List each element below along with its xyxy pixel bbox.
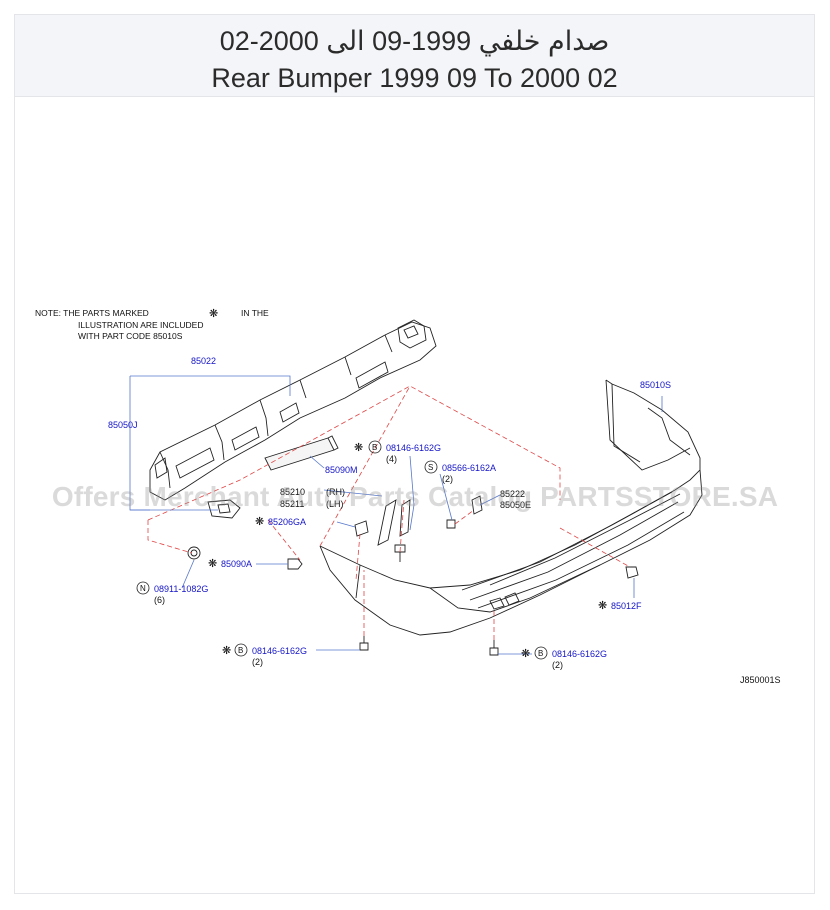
circle-b-letter: B xyxy=(372,443,377,452)
note-marker-icon: ❋ xyxy=(209,308,218,320)
fasteners-drawing xyxy=(187,495,639,656)
circle-s-icon xyxy=(424,460,438,474)
part-label-08911-1082G[interactable]: 08911-1082G xyxy=(154,584,208,594)
circle-b-letter: B xyxy=(538,649,543,658)
qty-08566: (2) xyxy=(442,474,453,484)
part-label-08146-6162G-right[interactable]: 08146-6162G xyxy=(552,649,607,659)
circle-b-icon xyxy=(368,440,382,454)
marker-icon: ❋ xyxy=(208,558,217,570)
page-header: صدام خلفي 1999-09 الى 2000-02 Rear Bumpe… xyxy=(15,15,814,97)
part-label-85050E[interactable]: 85050E xyxy=(500,500,531,510)
title-arabic: صدام خلفي 1999-09 الى 2000-02 xyxy=(219,26,610,56)
side-label-rh: (RH) xyxy=(326,487,345,497)
part-label-85222[interactable]: 85222 xyxy=(500,489,525,499)
part-label-85210[interactable]: 85210 xyxy=(280,487,305,497)
diagram-frame: صدام خلفي 1999-09 الى 2000-02 Rear Bumpe… xyxy=(14,14,815,894)
marker-icon: ❋ xyxy=(521,648,530,660)
note-line-3: WITH PART CODE 85010S xyxy=(78,331,183,341)
part-label-85090A[interactable]: 85090A xyxy=(221,559,252,569)
marker-icon: ❋ xyxy=(255,516,264,528)
part-label-08146-6162G-top[interactable]: 08146-6162G xyxy=(386,443,441,453)
title-english: Rear Bumper 1999 09 To 2000 02 xyxy=(211,63,618,93)
part-label-08146-6162G-left[interactable]: 08146-6162G xyxy=(252,646,307,656)
note-block: NOTE: THE PARTS MARKED ❋ IN THE ILLUSTRA… xyxy=(35,308,269,341)
qty-08146-top: (4) xyxy=(386,454,397,464)
diagram-code: J850001S xyxy=(740,675,781,685)
qty-08146-left: (2) xyxy=(252,657,263,667)
part-label-85090M[interactable]: 85090M xyxy=(325,465,358,475)
part-label-85022[interactable]: 85022 xyxy=(191,356,216,366)
marker-icon: ❋ xyxy=(222,645,231,657)
marker-icon: ❋ xyxy=(598,600,607,612)
part-label-85211[interactable]: 85211 xyxy=(280,499,304,509)
part-label-85206GA[interactable]: 85206GA xyxy=(268,517,306,527)
part-label-85010S[interactable]: 85010S xyxy=(640,380,671,390)
part-labels: 85022 85050J 85090M 85210 (RH) 85211 (LH… xyxy=(108,356,781,685)
part-label-85050J[interactable]: 85050J xyxy=(108,420,138,430)
circle-s-letter: S xyxy=(428,463,433,472)
part-label-85012F[interactable]: 85012F xyxy=(611,601,642,611)
note-line-2: ILLUSTRATION ARE INCLUDED xyxy=(78,320,203,330)
leader-lines xyxy=(129,375,663,655)
reinforcement-beam-drawing xyxy=(149,319,437,519)
circle-n-letter: N xyxy=(140,584,146,593)
circle-b-icon xyxy=(534,646,548,660)
energy-absorber-drawing xyxy=(264,435,339,471)
circle-n-icon xyxy=(136,581,150,595)
side-label-lh: (LH) xyxy=(326,499,344,509)
marker-icon: ❋ xyxy=(354,442,363,454)
bumper-fascia-drawing xyxy=(319,379,703,636)
assembly-dash-lines xyxy=(147,385,631,640)
note-line-1a: NOTE: THE PARTS MARKED xyxy=(35,308,149,318)
qty-08911: (6) xyxy=(154,595,165,605)
qty-08146-right: (2) xyxy=(552,660,563,670)
part-label-08566-6162A[interactable]: 08566-6162A xyxy=(442,463,496,473)
circle-b-letter: B xyxy=(238,646,243,655)
note-line-1b: IN THE xyxy=(241,308,269,318)
circle-b-icon xyxy=(234,643,248,657)
